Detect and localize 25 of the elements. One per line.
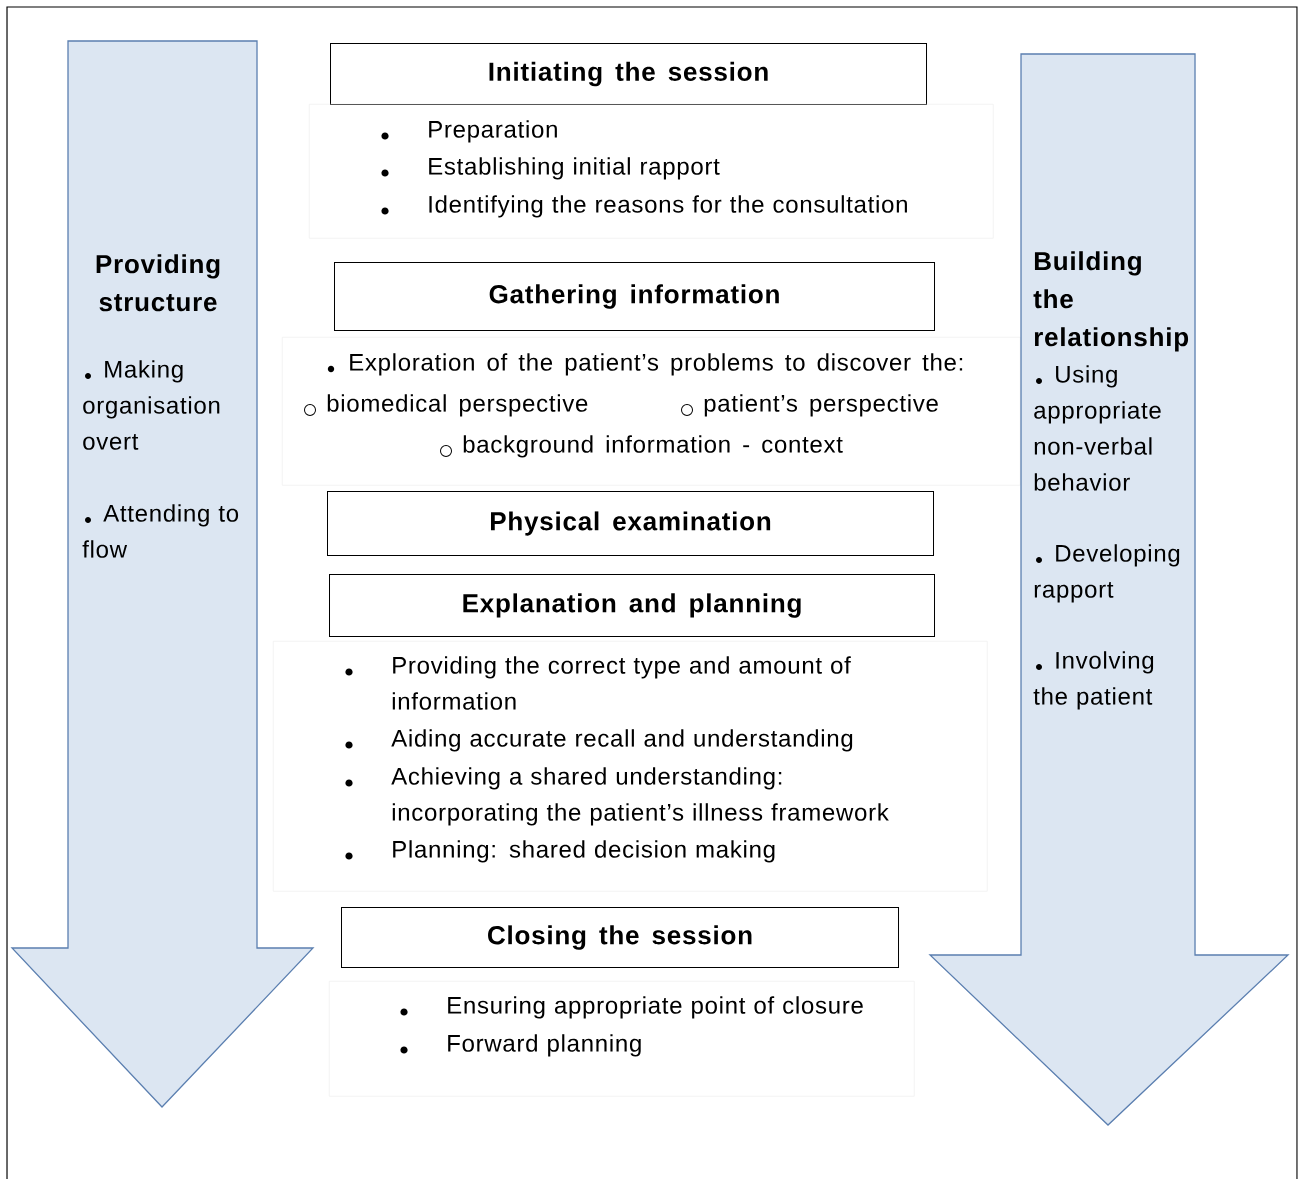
bullet-item: Ensuring appropriate point of closure (400, 996, 863, 1019)
bullet-item: Identifying the reasons for the consultation (381, 195, 907, 218)
bullet-item: Developing rapport (1034, 544, 1180, 603)
section-box: Closing the session (341, 907, 899, 968)
bullet-item: Making organisation overt (83, 360, 220, 450)
bullet-item: Planning: shared decision making (345, 840, 775, 863)
bullet-item: Involving the patient (1033, 651, 1154, 710)
bullet-item: Attending to flow (82, 504, 239, 558)
section-box: Initiating the session (330, 43, 927, 105)
bullet-item: Forward planning (400, 1034, 641, 1057)
bullet-item: Aiding accurate recall and understanding (345, 729, 853, 752)
bullet-item: Preparation (381, 120, 557, 143)
sub-item: patient’s perspective (681, 394, 938, 417)
bullet-item: Establishing initial rapport (381, 157, 720, 180)
arrow-heading: Building the relationship (1033, 251, 1189, 352)
bullet-item: Providing the correct type and amount of information (345, 656, 851, 710)
arrow-heading: Providing structure (96, 254, 220, 312)
section-box: Explanation and planning (329, 574, 935, 637)
sub-item: background information - context (440, 435, 843, 458)
bullet-item: Using appropriate non-verbal behavior (1034, 365, 1161, 491)
section-box: Physical examination (327, 491, 934, 556)
section-box: Gathering information (334, 262, 935, 331)
sub-item: biomedical perspective (304, 394, 588, 417)
bullet-item: Exploration of the patient’s problems to discover the: (327, 353, 963, 376)
bullet-item: Achieving a shared understanding: incorporating the patient’s illness framework (345, 767, 889, 826)
